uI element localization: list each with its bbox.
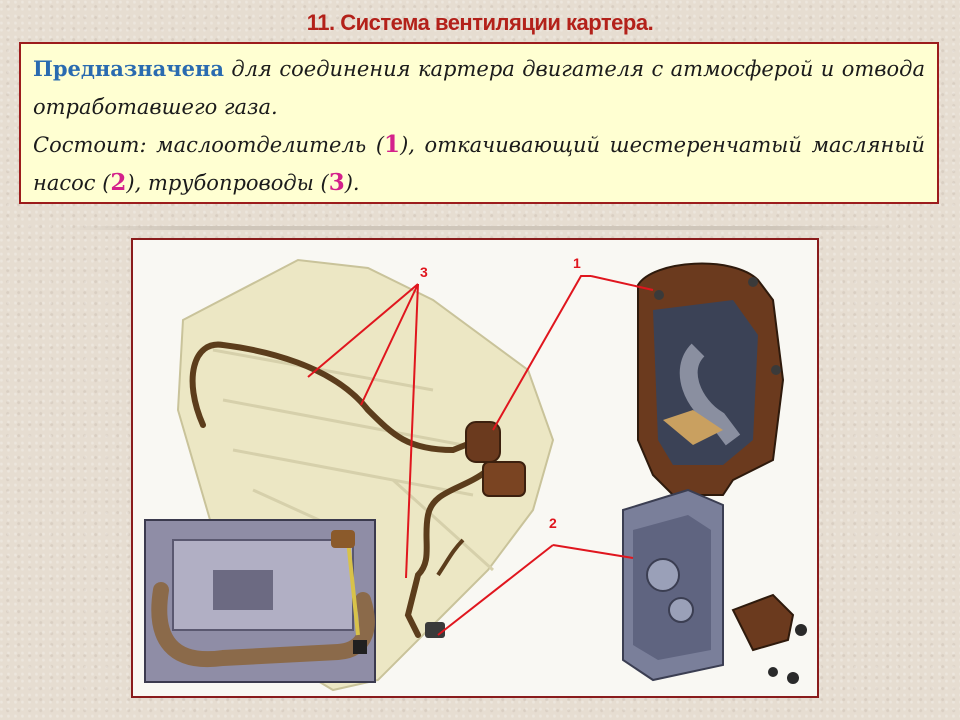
- callout-line-2b: [552, 544, 634, 559]
- pipeline-return: [436, 538, 465, 577]
- composition-text-1: маслоотделитель (: [146, 133, 385, 157]
- number-2: 2: [110, 169, 127, 196]
- pipeline-main: [189, 341, 481, 454]
- callout-line-2a: [437, 544, 554, 636]
- composition-text-3: ), трубопроводы (: [126, 171, 329, 195]
- composition-text-4: ).: [344, 171, 360, 195]
- callout-line-1b: [590, 275, 654, 291]
- pump-small: [425, 622, 445, 638]
- number-1: 1: [384, 131, 401, 158]
- description-box: Предназначена для соединения картера дви…: [19, 42, 939, 204]
- callout-line-1a: [492, 275, 591, 431]
- callout-label-2: 2: [549, 515, 557, 531]
- crankcase-ventilation-figure: 3 1 2: [131, 238, 819, 698]
- slide-title: 11. Система вентиляции картера.: [306, 10, 654, 35]
- figure-drawing: 3 1 2: [144, 255, 807, 692]
- composition-text-2: ), откачивающий шестеренчатый масляный н…: [33, 133, 925, 195]
- separator-small-base: [482, 461, 526, 497]
- divider: [60, 226, 900, 230]
- callout-line-3c: [405, 283, 419, 579]
- oil-pump-cutaway: [622, 488, 807, 684]
- callout-line-3a: [307, 283, 419, 378]
- purpose-keyword: Предназначена: [33, 56, 224, 81]
- callout-label-1: 1: [573, 255, 581, 271]
- callout-line-3b: [360, 283, 419, 406]
- composition-paragraph: Состоит: маслоотделитель (1), откачивающ…: [33, 126, 925, 202]
- callout-lines: [307, 275, 654, 636]
- purpose-text: для соединения картера двигателя с атмос…: [33, 57, 925, 119]
- callout-label-3: 3: [420, 264, 428, 280]
- pipeline-drain: [404, 467, 491, 638]
- composition-keyword: Состоит:: [33, 133, 147, 157]
- number-3: 3: [328, 169, 345, 196]
- engine-block-detail: [212, 348, 495, 572]
- oil-separator-cutaway: [637, 262, 785, 496]
- engine-inset: [144, 519, 376, 683]
- separator-small: [465, 421, 501, 463]
- purpose-paragraph: Предназначена для соединения картера дви…: [33, 50, 925, 126]
